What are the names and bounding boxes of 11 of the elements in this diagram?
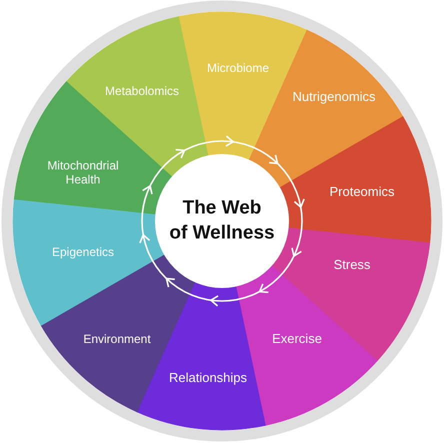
center-title: The Web of Wellness — [169, 196, 275, 245]
segment-label: Stress — [334, 257, 370, 273]
segment-label: Mitochondrial Health — [46, 158, 120, 188]
segment-label: Nutrigenomics — [292, 89, 376, 105]
segment-label: Epigenetics — [52, 244, 114, 260]
segment-label: Environment — [83, 332, 151, 346]
segment-label: Relationships — [168, 370, 248, 386]
segment-label: Microbiome — [207, 60, 269, 76]
segment-label: Exercise — [272, 331, 322, 347]
segment-label: Proteomics — [329, 184, 395, 200]
segment-label: Metabolomics — [104, 84, 180, 98]
